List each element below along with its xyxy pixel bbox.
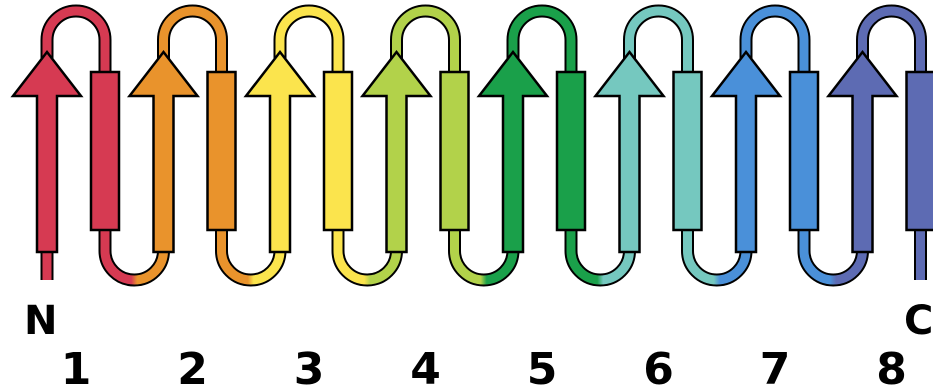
- beta-strand-bar-4: [441, 72, 469, 230]
- unit-number-2: 2: [177, 344, 208, 389]
- unit-number-6: 6: [643, 344, 674, 389]
- beta-strand-arrow-1: [13, 52, 81, 252]
- beta-strand-arrow-5: [479, 52, 547, 252]
- unit-number-4: 4: [410, 344, 441, 389]
- beta-strand-bar-6: [674, 72, 702, 230]
- beta-strand-bar-2: [208, 72, 236, 230]
- strands-layer: [13, 52, 933, 252]
- unit-number-7: 7: [760, 344, 791, 389]
- beta-strand-arrow-4: [363, 52, 431, 252]
- beta-strand-arrow-3: [246, 52, 314, 252]
- n-terminus-label: N: [24, 298, 57, 344]
- beta-strand-bar-3: [324, 72, 352, 230]
- beta-strand-arrow-8: [829, 52, 897, 252]
- unit-number-1: 1: [61, 344, 92, 389]
- beta-strand-bar-8: [907, 72, 933, 230]
- unit-number-5: 5: [527, 344, 558, 389]
- labels-layer: N C 1 2 3 4 5 6 7 8: [24, 298, 933, 389]
- beta-strand-arrow-6: [596, 52, 664, 252]
- beta-strand-bar-5: [557, 72, 585, 230]
- beta-strand-bar-1: [91, 72, 119, 230]
- beta-strand-arrow-7: [712, 52, 780, 252]
- unit-number-8: 8: [876, 344, 907, 389]
- beta-strand-arrow-2: [130, 52, 198, 252]
- beta-strand-bar-7: [790, 72, 818, 230]
- c-terminus-label: C: [904, 298, 933, 344]
- unit-number-3: 3: [294, 344, 325, 389]
